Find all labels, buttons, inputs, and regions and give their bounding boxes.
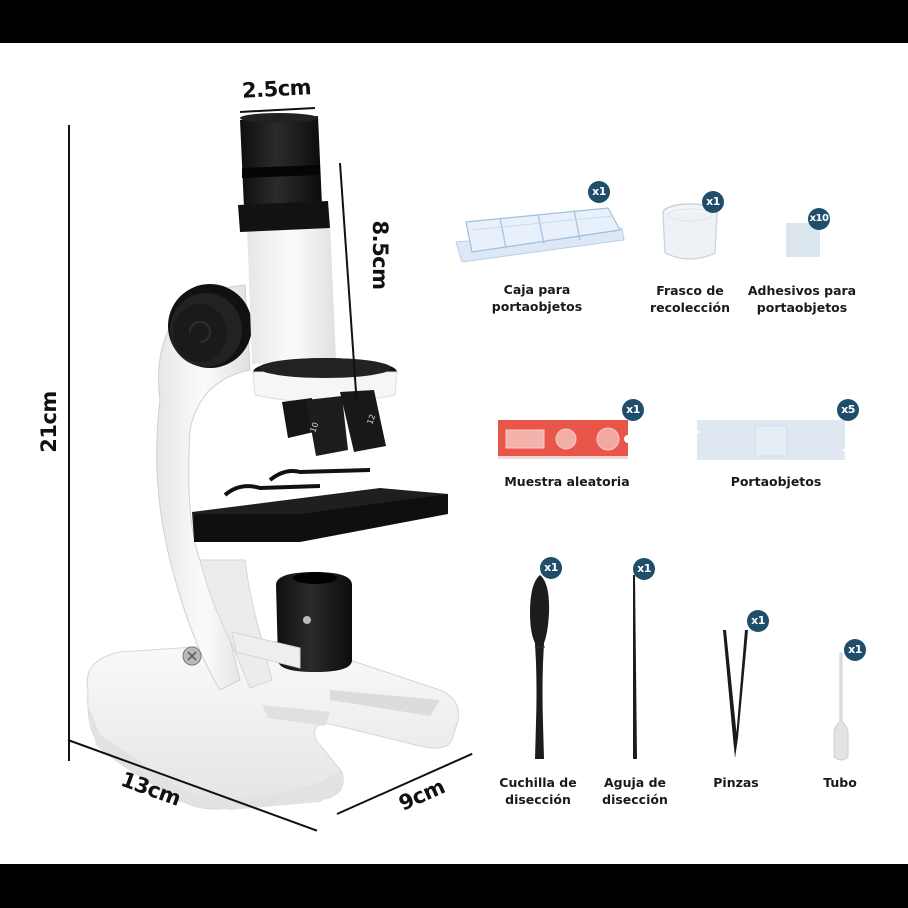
dissection-knife-icon	[530, 575, 550, 759]
tube-length-label: 8.5cm	[368, 220, 392, 290]
microscope-icon: 10 12	[86, 113, 460, 810]
quantity-badge: x1	[844, 639, 866, 661]
slide-box-icon	[455, 207, 625, 263]
tweezers-icon	[723, 630, 748, 758]
pipette-icon	[833, 652, 849, 761]
quantity-badge: x1	[702, 191, 724, 213]
accessory-label: Adhesivos para portaobjetos	[747, 283, 857, 315]
accessory-label: Pinzas	[713, 775, 759, 790]
height-dimension-line	[68, 125, 70, 761]
quantity-badge: x1	[747, 610, 769, 632]
quantity-badge: x1	[633, 558, 655, 580]
height-dimension-label: 21cm	[37, 391, 61, 453]
dissection-needle-icon	[633, 575, 637, 759]
quantity-badge: x5	[837, 399, 859, 421]
glass-slide-icon	[697, 420, 845, 460]
accessory-label: Tubo	[823, 775, 857, 790]
product-image: 10 12 21cm 2.5cm 8.5cm 13cm 9cm x1 Caja …	[0, 43, 908, 864]
sample-slide-icon	[498, 420, 630, 459]
accessory-label: Frasco de recolección	[650, 283, 730, 315]
eyepiece-width-label: 2.5cm	[241, 75, 312, 103]
accessory-label: Aguja de disección	[602, 775, 668, 807]
letterbox-bottom	[0, 864, 908, 908]
accessory-label: Muestra aleatoria	[504, 474, 630, 489]
quantity-badge: x10	[808, 208, 830, 230]
letterbox-top	[0, 0, 908, 43]
accessory-label: Cuchilla de disección	[499, 775, 577, 807]
svg-text:12: 12	[365, 413, 377, 426]
accessory-label: Caja para portaobjetos	[491, 282, 583, 314]
svg-text:10: 10	[308, 421, 320, 434]
quantity-badge: x1	[588, 181, 610, 203]
quantity-badge: x1	[622, 399, 644, 421]
accessory-label: Portaobjetos	[730, 474, 822, 489]
quantity-badge: x1	[540, 557, 562, 579]
